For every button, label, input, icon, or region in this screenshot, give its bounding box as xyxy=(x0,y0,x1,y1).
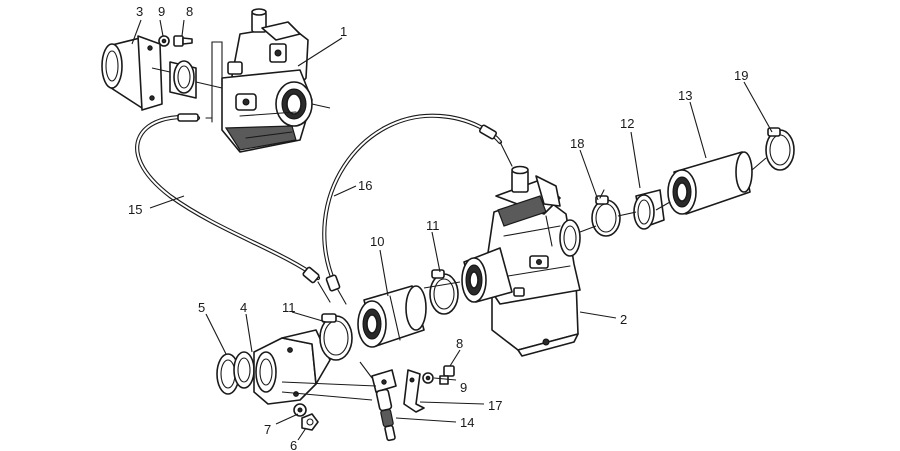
cable-adjuster-14 xyxy=(371,369,397,442)
callout-9-bottom: 9 xyxy=(460,380,467,395)
callout-11-left: 11 xyxy=(282,300,296,315)
spacer-ring-4 xyxy=(233,351,255,389)
clamp-19 xyxy=(765,127,795,171)
ring-12 xyxy=(633,189,665,230)
rubber-sleeve-top xyxy=(169,60,197,99)
air-filter-tube-13 xyxy=(667,151,753,215)
callout-13: 13 xyxy=(678,88,692,103)
bracket-17 xyxy=(403,369,425,413)
rubber-sleeve-10 xyxy=(357,285,427,348)
callout-1: 1 xyxy=(340,24,347,39)
nut-6 xyxy=(301,413,319,431)
clamp-11-left xyxy=(319,313,353,361)
callout-16: 16 xyxy=(358,178,372,193)
throttle-cable-16 xyxy=(322,113,513,305)
bolt-top xyxy=(173,35,193,47)
bolt-8-bottom xyxy=(439,365,455,385)
throttle-cable-15 xyxy=(135,113,331,303)
callout-7: 7 xyxy=(264,422,271,437)
callout-11-right: 11 xyxy=(426,218,440,233)
callout-3: 3 xyxy=(136,4,143,19)
assembly-lines xyxy=(151,67,767,401)
callout-19: 19 xyxy=(734,68,748,83)
callout-5: 5 xyxy=(198,300,205,315)
link-bracket xyxy=(205,41,223,123)
carburetor-main xyxy=(461,165,581,357)
callout-14: 14 xyxy=(460,415,474,430)
callout-8-top: 8 xyxy=(186,4,193,19)
callout-labels: 1 2 3 4 5 6 7 8 8 9 9 10 11 11 12 13 14 … xyxy=(128,4,748,451)
callout-6: 6 xyxy=(290,438,297,451)
washer-7 xyxy=(293,403,307,417)
washer-top xyxy=(158,35,170,47)
callout-9-top: 9 xyxy=(158,4,165,19)
callout-12: 12 xyxy=(620,116,634,131)
clamp-18 xyxy=(591,189,621,237)
washer-9-bottom xyxy=(422,372,434,384)
callout-8-bottom: 8 xyxy=(456,336,463,351)
callout-10: 10 xyxy=(370,234,384,249)
intake-manifold-top xyxy=(101,35,163,111)
clamp-11-right xyxy=(429,269,459,315)
callout-2: 2 xyxy=(620,312,627,327)
callout-18: 18 xyxy=(570,136,584,151)
manifold-flange-4 xyxy=(253,329,331,405)
callout-leaders xyxy=(131,19,773,441)
callout-4: 4 xyxy=(240,300,247,315)
carburetor-top xyxy=(221,8,313,153)
callout-17: 17 xyxy=(488,398,502,413)
callout-15: 15 xyxy=(128,202,142,217)
